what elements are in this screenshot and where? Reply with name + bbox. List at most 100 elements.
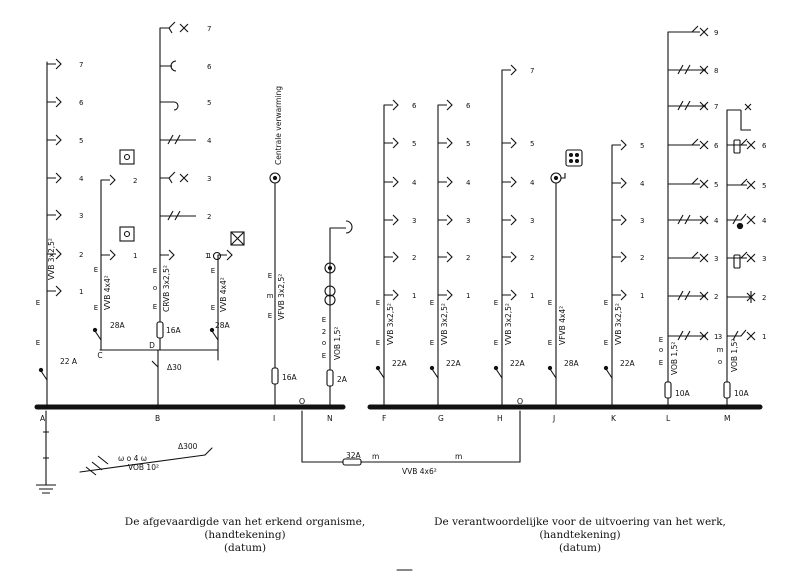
circuit-B3-appliance-cross — [230, 231, 245, 246]
circuit-M-lamp — [746, 253, 756, 263]
circuit-J-mark: E — [548, 339, 552, 347]
circuit-A-cable: VVB 3x2,5² — [47, 238, 56, 280]
circuit-F-mark: E — [376, 339, 380, 347]
circuit-H-socket — [502, 289, 517, 301]
circuit-H-socket — [502, 176, 517, 188]
circuit-B2-socket — [160, 60, 177, 72]
circuit-B3-breaker — [211, 330, 219, 341]
circuit-B2-switch — [160, 21, 176, 34]
circuit-H-mark: E — [494, 339, 498, 347]
circuit-B3-mark: E — [211, 304, 215, 312]
circuit-K-point-number: 4 — [640, 180, 645, 188]
circuit-L-switch — [668, 177, 700, 185]
circuit-M-transformer — [733, 254, 741, 269]
circuit-A-socket — [47, 248, 62, 260]
circuit-A-mark: E — [36, 299, 40, 307]
circuit-M-lamp — [746, 140, 756, 150]
circuit-B-label: B — [155, 414, 160, 423]
circuit-J-feed — [561, 173, 566, 179]
circuit-A-socket — [47, 58, 62, 70]
circuit-F-socket — [384, 214, 399, 226]
circuit-B2-cable: CRVB 3x2,5² — [162, 265, 171, 312]
group-B-rcd-rating: Δ30 — [167, 363, 182, 372]
circuit-K-socket — [612, 139, 627, 151]
circuit-L-lamp — [699, 101, 709, 111]
circuit-G-point-number: 5 — [466, 140, 470, 148]
circuit-G-point-number: 3 — [466, 217, 470, 225]
circuit-M-label: M — [724, 414, 730, 423]
circuit-N-transformer-top — [324, 285, 336, 297]
circuit-G-fuse: 22A — [446, 359, 462, 368]
circuit-F-breaker — [377, 368, 385, 379]
circuit-K-breaker — [605, 368, 613, 379]
circuit-B2-multi-switch — [160, 134, 196, 145]
circuit-B2-multi-switch — [160, 210, 196, 221]
circuit-N-fuse — [326, 369, 334, 387]
circuit-K-point-number: 5 — [640, 142, 644, 150]
circuit-I-outlet-dot — [272, 175, 278, 181]
circuit-H-mark: E — [494, 299, 498, 307]
contractor-signature: (handtekening) — [539, 529, 621, 541]
circuit-B2-mark: E — [153, 267, 157, 275]
circuit-K-point-number: 3 — [640, 217, 644, 225]
earth-test-link — [43, 431, 49, 459]
circuit-H-point-number: 5 — [530, 140, 534, 148]
circuit-L-lamp — [699, 331, 709, 341]
circuit-J-breaker-dot — [547, 365, 553, 371]
circuit-L-lamp — [699, 27, 709, 37]
circuit-I-fuse-rating: 16A — [282, 373, 298, 382]
circuit-L-point-number: 9 — [714, 29, 718, 37]
circuit-A-point-number: 2 — [79, 251, 83, 259]
circuit-F-point-number: 4 — [412, 179, 417, 187]
circuit-B2-point-number: 7 — [207, 25, 211, 33]
circuit-M-fuse-rating: 10A — [734, 389, 750, 398]
circuit-A-socket — [47, 96, 62, 108]
circuit-L-lamp — [699, 215, 709, 225]
contractor-title: De verantwoordelijke voor de uitvoering … — [434, 516, 726, 528]
circuit-G-mark: E — [430, 299, 434, 307]
circuit-L-label: L — [666, 414, 671, 423]
circuit-N-outlet — [324, 262, 336, 274]
circuit-L-multi-switch — [668, 64, 706, 75]
circuit-I-mark: E — [268, 312, 272, 320]
circuit-F-label: F — [382, 414, 386, 423]
circuit-B1-breaker-dot — [92, 327, 98, 333]
circuit-I-label: I — [273, 414, 275, 423]
circuit-F-socket — [384, 289, 399, 301]
circuit-M-lamp — [746, 331, 756, 341]
circuit-L-lamp — [699, 253, 709, 263]
circuit-M-point-number: 2 — [762, 294, 766, 302]
circuit-I-mark: E — [268, 272, 272, 280]
circuit-G-socket — [438, 251, 453, 263]
circuit-B2-socket — [160, 249, 175, 261]
circuit-A-breaker-dot — [38, 367, 44, 373]
circuit-K-socket — [612, 251, 627, 263]
circuit-L-multi-switch — [668, 100, 706, 111]
circuit-G-socket — [438, 176, 453, 188]
circuit-J-appliance-dot — [568, 152, 574, 158]
circuit-G-label: G — [438, 414, 444, 423]
circuit-M-mark: o — [718, 358, 722, 366]
circuit-L-cable: VOB 1,5² — [670, 342, 679, 375]
circuit-H-socket — [502, 137, 517, 149]
circuit-L-point-number: 2 — [714, 293, 718, 301]
circuit-G-socket — [438, 137, 453, 149]
circuit-H-point-number: 1 — [530, 292, 534, 300]
circuit-F-point-number: 1 — [412, 292, 416, 300]
circuit-M-mark: 3 — [718, 333, 722, 341]
contractor-date: (datum) — [558, 542, 602, 554]
circuit-B2-fuse-rating: 16A — [166, 326, 182, 335]
link-mark: m — [372, 452, 379, 461]
circuit-B1-mark: E — [94, 266, 98, 274]
circuit-B3-breaker-dot — [209, 327, 215, 333]
circuit-A-socket — [47, 209, 62, 221]
circuit-F-point-number: 5 — [412, 140, 416, 148]
circuit-B1-appliance — [119, 226, 135, 242]
link-fuse — [342, 458, 362, 466]
circuit-I-fuse — [271, 367, 279, 385]
link-cable: VVB 4x6² — [402, 467, 437, 476]
circuit-B3-appliance — [230, 231, 245, 246]
earth-clamp — [85, 455, 109, 476]
circuit-F-point-number: 3 — [412, 217, 416, 225]
circuit-B1-point-number: 1 — [133, 252, 137, 260]
